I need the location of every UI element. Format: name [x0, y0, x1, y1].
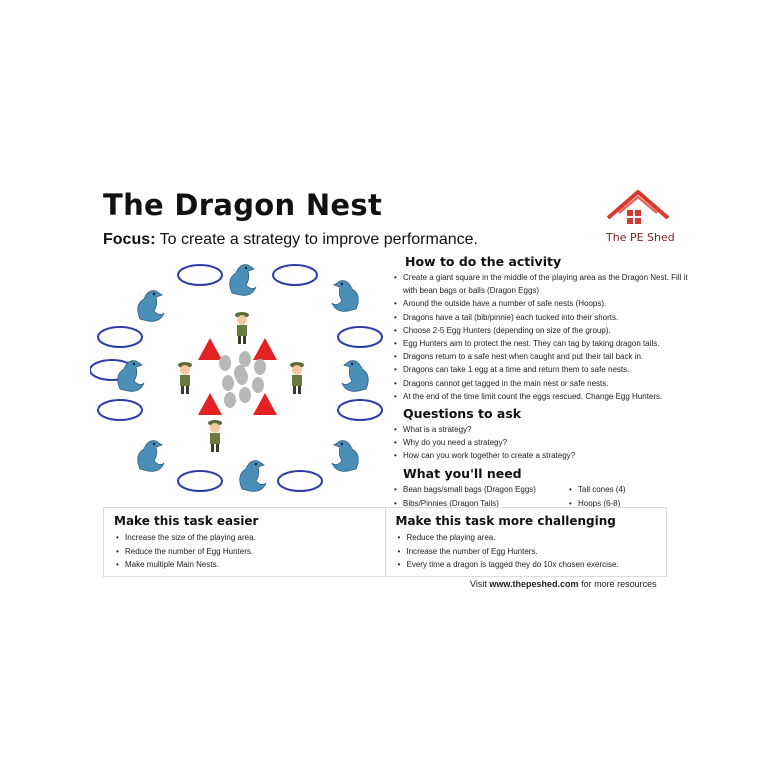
hunter-icon	[178, 362, 192, 394]
footer-prefix: Visit	[470, 579, 487, 589]
egg-icon	[254, 359, 266, 375]
list-item: Dragons can take 1 egg at a time and ret…	[390, 363, 690, 376]
house-logo-icon	[603, 188, 673, 246]
list-item: Dragons cannot get tagged in the main ne…	[390, 377, 690, 390]
questions-list: What is a strategy?Why do you need a str…	[390, 423, 690, 463]
dragon-icon	[341, 360, 369, 392]
variations-panel: Make this task easier Increase the size …	[103, 507, 667, 577]
dragon-icon	[331, 280, 359, 312]
list-item: Why do you need a strategy?	[390, 436, 690, 449]
diagram-canvas	[90, 264, 383, 492]
easier-heading: Make this task easier	[114, 514, 259, 528]
dragon-icon	[331, 440, 359, 472]
footer-suffix: for more resources	[581, 579, 657, 589]
egg-icon	[234, 365, 246, 381]
hoop-icon	[97, 326, 143, 348]
need-list-right: Tall cones (4)Hoops (6-8)	[565, 483, 626, 511]
list-item: Create a giant square in the middle of t…	[390, 271, 690, 297]
egg-icon	[219, 355, 231, 371]
cone-icon	[253, 338, 277, 360]
list-item: Around the outside have a number of safe…	[390, 297, 690, 310]
list-item: Bean bags/small bags (Dragon Eggs)	[390, 483, 565, 497]
egg-icon	[222, 375, 234, 391]
list-item: How can you work together to create a st…	[390, 449, 690, 462]
focus-line: Focus: To create a strategy to improve p…	[103, 231, 478, 249]
hoop-icon	[272, 264, 318, 286]
list-item: Increase the number of Egg Hunters.	[394, 545, 659, 559]
focus-label: Focus:	[103, 231, 156, 248]
list-item: Every time a dragon is tagged they do 10…	[394, 558, 659, 572]
list-item: Dragons have a tail (bib/pinnie) each tu…	[390, 311, 690, 324]
list-item: What is a strategy?	[390, 423, 690, 436]
easier-list: Increase the size of the playing area.Re…	[112, 531, 377, 572]
dragon-icon	[117, 360, 145, 392]
questions-heading: Questions to ask	[403, 406, 522, 422]
page-title: The Dragon Nest	[103, 188, 383, 222]
hoop-icon	[277, 470, 323, 492]
dragon-icon	[229, 264, 257, 296]
how-to-list: Create a giant square in the middle of t…	[390, 271, 690, 403]
egg-icon	[224, 392, 236, 408]
focus-text: To create a strategy to improve performa…	[159, 231, 478, 248]
list-item: At the end of the time limit count the e…	[390, 390, 690, 403]
cone-icon	[198, 338, 222, 360]
activity-diagram	[90, 255, 395, 505]
egg-icon	[252, 377, 264, 393]
harder-heading: Make this task more challenging	[395, 514, 616, 528]
list-item: Bibs/Pinnies (Dragon Tails)	[390, 497, 565, 511]
dragon-icon	[137, 290, 165, 322]
list-item: Make multiple Main Nests.	[112, 558, 377, 572]
list-item: Choose 2-5 Egg Hunters (depending on siz…	[390, 324, 690, 337]
egg-icon	[239, 387, 251, 403]
hoop-icon	[177, 470, 223, 492]
hoop-icon	[337, 399, 383, 421]
dragon-icon	[137, 440, 165, 472]
cone-icon	[198, 393, 222, 415]
hunter-icon	[290, 362, 304, 394]
cone-icon	[253, 393, 277, 415]
footer-link[interactable]: www.thepeshed.com	[489, 579, 579, 589]
hunter-icon	[235, 312, 249, 344]
dragon-icon	[239, 460, 267, 492]
list-item: Dragons return to a safe nest when caugh…	[390, 350, 690, 363]
list-item: Reduce the playing area.	[394, 531, 659, 545]
list-item: Increase the size of the playing area.	[112, 531, 377, 545]
easier-box: Make this task easier Increase the size …	[104, 508, 385, 576]
hoop-icon	[177, 264, 223, 286]
hunter-icon	[208, 420, 222, 452]
harder-list: Reduce the playing area.Increase the num…	[394, 531, 659, 572]
footer-visit: Visit www.thepeshed.com for more resourc…	[470, 579, 657, 589]
logo-text: The PE Shed	[606, 231, 675, 244]
hoop-icon	[97, 399, 143, 421]
list-item: Reduce the number of Egg Hunters.	[112, 545, 377, 559]
harder-box: Make this task more challenging Reduce t…	[384, 508, 667, 576]
list-item: Hoops (6-8)	[565, 497, 626, 511]
list-item: Egg Hunters aim to protect the nest. The…	[390, 337, 690, 350]
need-list-left: Bean bags/small bags (Dragon Eggs)Bibs/P…	[390, 483, 565, 511]
how-to-heading: How to do the activity	[405, 254, 562, 269]
egg-icon	[239, 351, 251, 367]
list-item: Tall cones (4)	[565, 483, 626, 497]
need-heading: What you'll need	[403, 465, 522, 481]
hoop-icon	[337, 326, 383, 348]
rules-panel: How to do the activity Create a giant sq…	[390, 254, 690, 511]
need-lists: Bean bags/small bags (Dragon Eggs)Bibs/P…	[390, 483, 690, 511]
